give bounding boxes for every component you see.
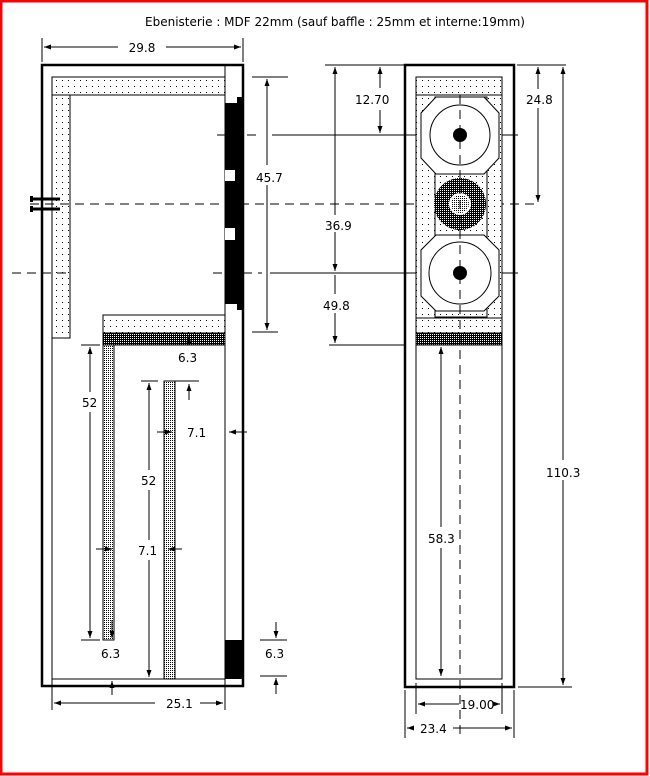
terminal-icon xyxy=(30,196,60,212)
dim-bottom-block: 6.3 xyxy=(265,647,284,661)
dim-woofer-to-shelf: 49.8 xyxy=(323,299,350,313)
front-view: 12.70 36.9 49.8 24.8 110.3 58.3 19.00 xyxy=(323,63,580,740)
internal-panel-2 xyxy=(163,380,176,680)
dim-panel2-length: 52 xyxy=(141,474,156,488)
dim-shelf-gap: 6.3 xyxy=(178,351,197,365)
dim-panel1-length: 52 xyxy=(82,396,97,410)
dim-inner-width: 19.00 xyxy=(460,698,494,712)
side-inner-wall xyxy=(51,76,226,680)
woofer-bottom-icon xyxy=(420,234,500,312)
dim-panel-spacing: 7.1 xyxy=(138,544,157,558)
shelf-lining xyxy=(102,332,226,346)
dim-outer-width: 23.4 xyxy=(420,722,447,736)
baffle-notch xyxy=(225,170,235,181)
dim-total-height: 110.3 xyxy=(546,466,580,480)
dim-top-to-tweeter: 24.8 xyxy=(526,93,553,107)
rear-panel xyxy=(51,94,71,339)
dim-top-to-woofer: 12.70 xyxy=(355,93,389,107)
dim-outer-width: 29.8 xyxy=(129,41,156,55)
internal-panel-1 xyxy=(102,344,115,641)
drawing-title: Ebenisterie : MDF 22mm (sauf baffle : 25… xyxy=(145,15,525,29)
dim-panel2-gap: 7.1 xyxy=(187,426,206,440)
baffle-notch xyxy=(225,228,235,240)
dim-woofer-spacing: 36.9 xyxy=(325,219,352,233)
dim-panel1-gap: 6.3 xyxy=(101,647,120,661)
dim-line-length: 58.3 xyxy=(428,532,455,546)
side-view: 29.8 45.7 6.3 52 6.3 52 7.1 7.1 6.3 xyxy=(30,38,288,711)
woofer-top-icon xyxy=(420,96,500,175)
dim-baffle-span: 45.7 xyxy=(256,171,283,185)
bottom-block xyxy=(225,640,243,679)
shelf xyxy=(102,314,226,334)
side-outer-wall xyxy=(40,63,245,688)
dim-inner-width: 25.1 xyxy=(166,697,193,711)
top-panel xyxy=(51,76,226,96)
